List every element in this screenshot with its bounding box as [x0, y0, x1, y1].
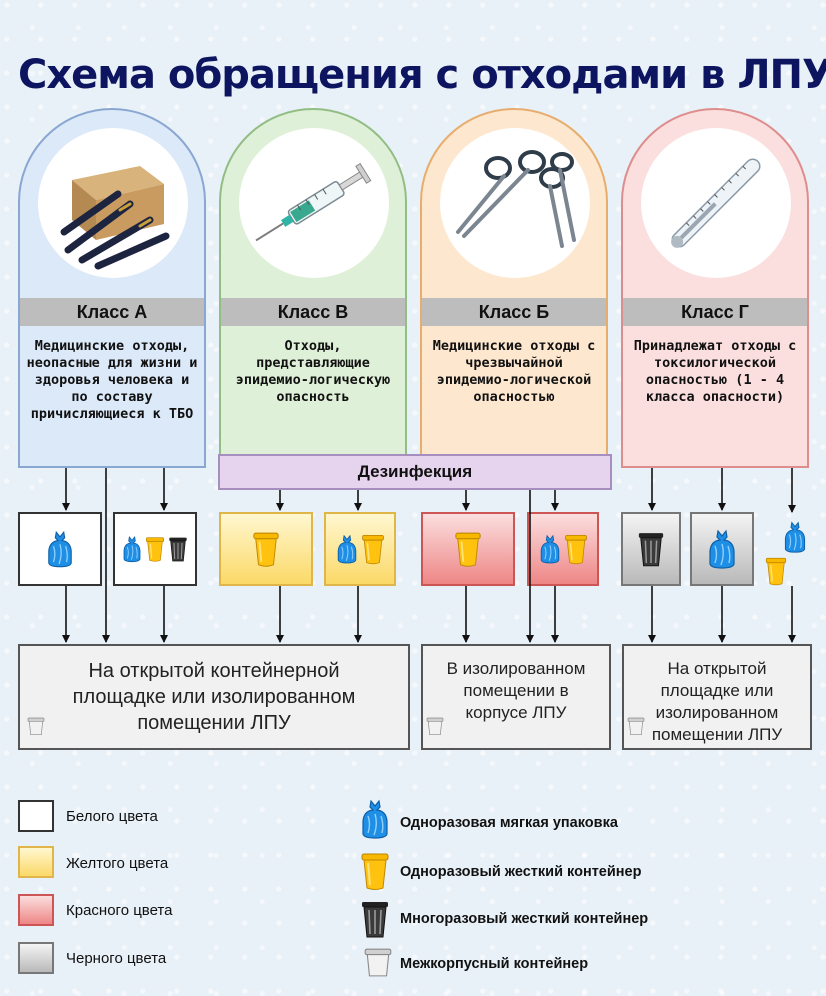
disinfection-bar: Дезинфекция — [218, 454, 612, 490]
legend-label-red: Красного цвета — [66, 902, 173, 919]
destination-b-text: В изолированном помещении в корпусе ЛПУ — [446, 659, 586, 722]
class-g-card: Класс Г Принадлежат отходы с токсилогиче… — [621, 108, 809, 468]
container-box-b1 — [421, 512, 515, 586]
class-b-label: Класс Б — [422, 298, 606, 326]
legend-label-soft-bag: Одноразовая мягкая упаковка — [400, 815, 618, 831]
legend-swatch-black — [18, 942, 54, 974]
rigid-container-icon — [360, 850, 390, 892]
legend-swatch-yellow — [18, 846, 54, 878]
container-box-v1 — [219, 512, 313, 586]
intercorpus-container-icon — [362, 946, 394, 978]
destination-g: На открытой площадке или изолированном п… — [622, 644, 812, 750]
class-b-description: Медицинские отходы с чрезвычайной эпидем… — [432, 338, 596, 405]
container-box-b2 — [527, 512, 599, 586]
soft-bag-icon — [360, 796, 390, 842]
container-box-g2 — [690, 512, 754, 586]
legend-swatch-red — [18, 894, 54, 926]
legend-label-white: Белого цвета — [66, 808, 158, 825]
legend-label-black: Черного цвета — [66, 950, 167, 967]
class-g-label: Класс Г — [623, 298, 807, 326]
class-v-label: Класс В — [221, 298, 405, 326]
class-a-description: Медицинские отходы, неопасные для жизни … — [26, 338, 198, 422]
class-v-description: Отходы, представляющие эпидемио-логическ… — [235, 338, 391, 405]
box-and-pens-icon — [38, 128, 188, 278]
container-box-v2 — [324, 512, 396, 586]
destination-a-v-text: На открытой контейнерной площадке или из… — [72, 660, 356, 734]
class-a-label: Класс А — [20, 298, 204, 326]
container-box-g1 — [621, 512, 681, 586]
page-title: Схема обращения с отходами в ЛПУ — [18, 52, 826, 98]
reusable-bin-icon — [360, 898, 390, 940]
legend-label-intercorpus: Межкорпусный контейнер — [400, 956, 589, 972]
container-box-a2 — [113, 512, 197, 586]
class-g-description: Принадлежат отходы с токсилогической опа… — [633, 338, 797, 405]
destination-a-v: На открытой контейнерной площадке или из… — [18, 644, 410, 750]
legend-label-yellow: Желтого цвета — [66, 855, 169, 872]
surgical-scissors-icon — [440, 128, 590, 278]
class-a-card: Класс А Медицинские отходы, неопасные дл… — [18, 108, 206, 468]
destination-b: В изолированном помещении в корпусе ЛПУ — [421, 644, 611, 750]
class-b-card: Класс Б Медицинские отходы с чрезвычайно… — [420, 108, 608, 468]
class-v-card: Класс В Отходы, представляющие эпидемио-… — [219, 108, 407, 468]
container-box-a1 — [18, 512, 102, 586]
thermometer-icon — [641, 128, 791, 278]
legend-label-reusable-bin: Многоразовый жесткий контейнер — [400, 911, 649, 927]
legend-swatch-white — [18, 800, 54, 832]
syringe-icon — [239, 128, 389, 278]
destination-g-text: На открытой площадке или изолированном п… — [651, 659, 783, 744]
legend-label-rigid-container: Одноразовый жесткий контейнер — [400, 864, 642, 880]
